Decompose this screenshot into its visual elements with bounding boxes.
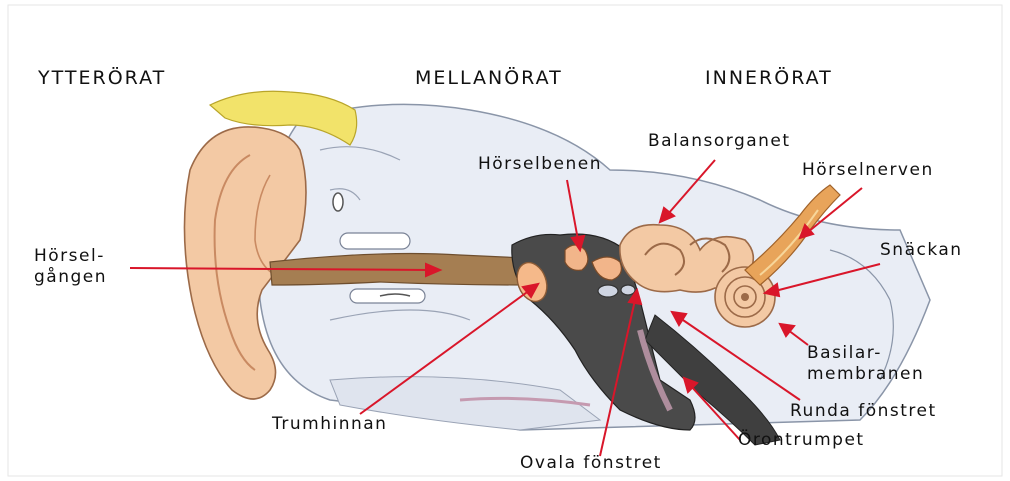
section-title-outer-ear: YTTERÖRAT [38, 68, 166, 89]
section-title-middle-ear: MELLANÖRAT [415, 68, 563, 89]
label-basilar-line1: Basilar- [807, 343, 882, 364]
label-snackan: Snäckan [880, 240, 963, 261]
label-horselnerven: Hörselnerven [802, 160, 934, 181]
section-title-inner-ear: INNERÖRAT [705, 68, 833, 89]
label-balansorganet: Balansorganet [648, 131, 791, 152]
label-orontrumpet: Örontrumpet [738, 430, 865, 451]
label-ovala-fonstret: Ovala fönstret [520, 453, 662, 474]
label-runda-fonstret: Runda fönstret [790, 401, 937, 422]
label-horselgangen-line2: gången [34, 267, 107, 288]
label-horselbenen: Hörselbenen [478, 154, 602, 175]
label-basilar-line2: membranen [807, 364, 924, 385]
label-horselgangen-line1: Hörsel- [34, 246, 105, 267]
label-trumhinnan: Trumhinnan [272, 414, 387, 435]
